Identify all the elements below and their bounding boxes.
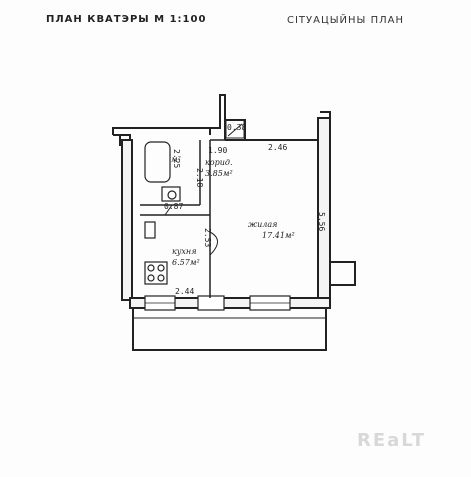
kitchen-stove [144,221,168,285]
partitions [140,139,225,298]
plan-title: ПЛАН КВАТЭРЫ М 1:100 [46,14,207,25]
dim-top-right-width: 2.46 [268,143,287,152]
dim-bath-width: 0.87 [164,202,183,211]
dim-closet: 0.38 [227,123,246,132]
dim-living-height: 5.56 [317,212,326,231]
situation-plan-title: СІТУАЦЫЙНЫ ПЛАН [287,15,404,26]
dim-corridor-width: 1.90 [208,146,227,155]
bathroom-fixtures [144,141,181,202]
realt-watermark: REaLT [357,430,427,451]
dim-bath-height: 2.25 [172,149,181,168]
kitchen-area: 6.57м² [172,258,200,267]
dim-corridor-height: 2.18 [195,168,204,187]
bath-area: м² [171,155,181,164]
corridor-name: корид. [205,158,232,167]
dim-kitchen-height: 2.53 [203,228,212,247]
living-room-area: 17.41м² [262,231,295,240]
kitchen-name: кухня [172,247,197,256]
closet [225,119,245,139]
corridor-area: 3.85м² [205,169,233,178]
walls [112,94,356,351]
living-room-name: жилая [248,220,277,229]
dim-kitchen-width: 2.44 [175,287,194,296]
